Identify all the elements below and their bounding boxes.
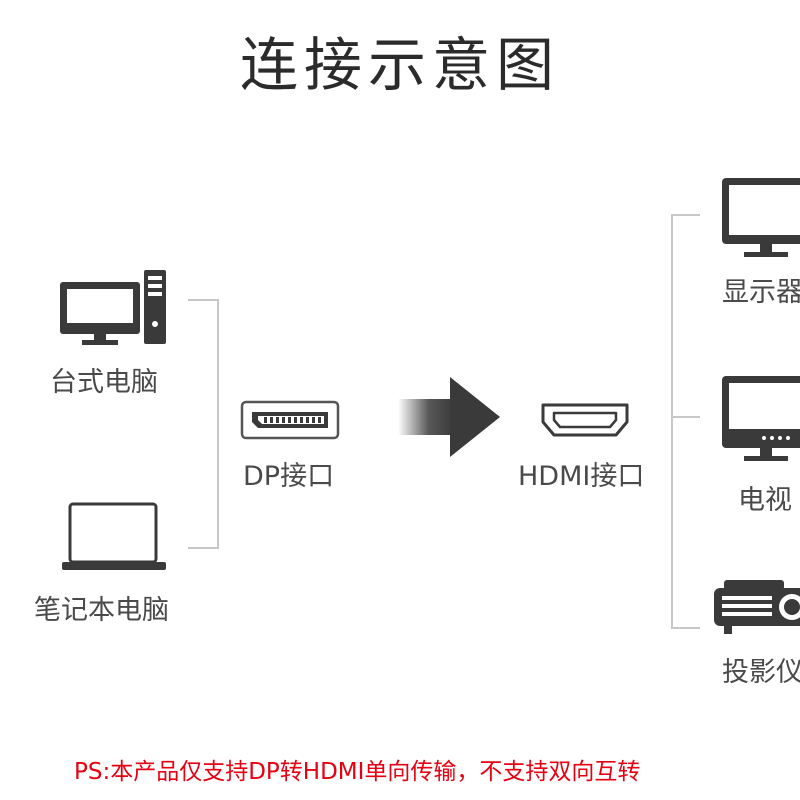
projector-icon — [714, 580, 800, 634]
dp-port-label: DP接口 — [243, 461, 335, 492]
hdmi-port-label: HDMI接口 — [518, 461, 645, 492]
desktop-label: 台式电脑 — [50, 367, 158, 398]
diagram-title: 连接示意图 — [239, 31, 560, 99]
laptop-label: 笔记本电脑 — [34, 595, 169, 626]
hdmi-port-icon — [541, 403, 629, 437]
desktop-computer-icon — [60, 270, 166, 345]
compatibility-note: PS:本产品仅支持DP转HDMI单向传输，不支持双向互转 — [74, 759, 641, 785]
monitor-label: 显示器 — [722, 277, 800, 308]
dp-port-icon — [240, 400, 340, 440]
monitor-icon — [722, 178, 800, 257]
tv-label: 电视 — [738, 485, 792, 516]
projector-label: 投影仪 — [722, 657, 800, 688]
laptop-icon — [62, 502, 166, 570]
conversion-arrow-icon — [398, 377, 500, 457]
tv-icon — [722, 376, 800, 461]
